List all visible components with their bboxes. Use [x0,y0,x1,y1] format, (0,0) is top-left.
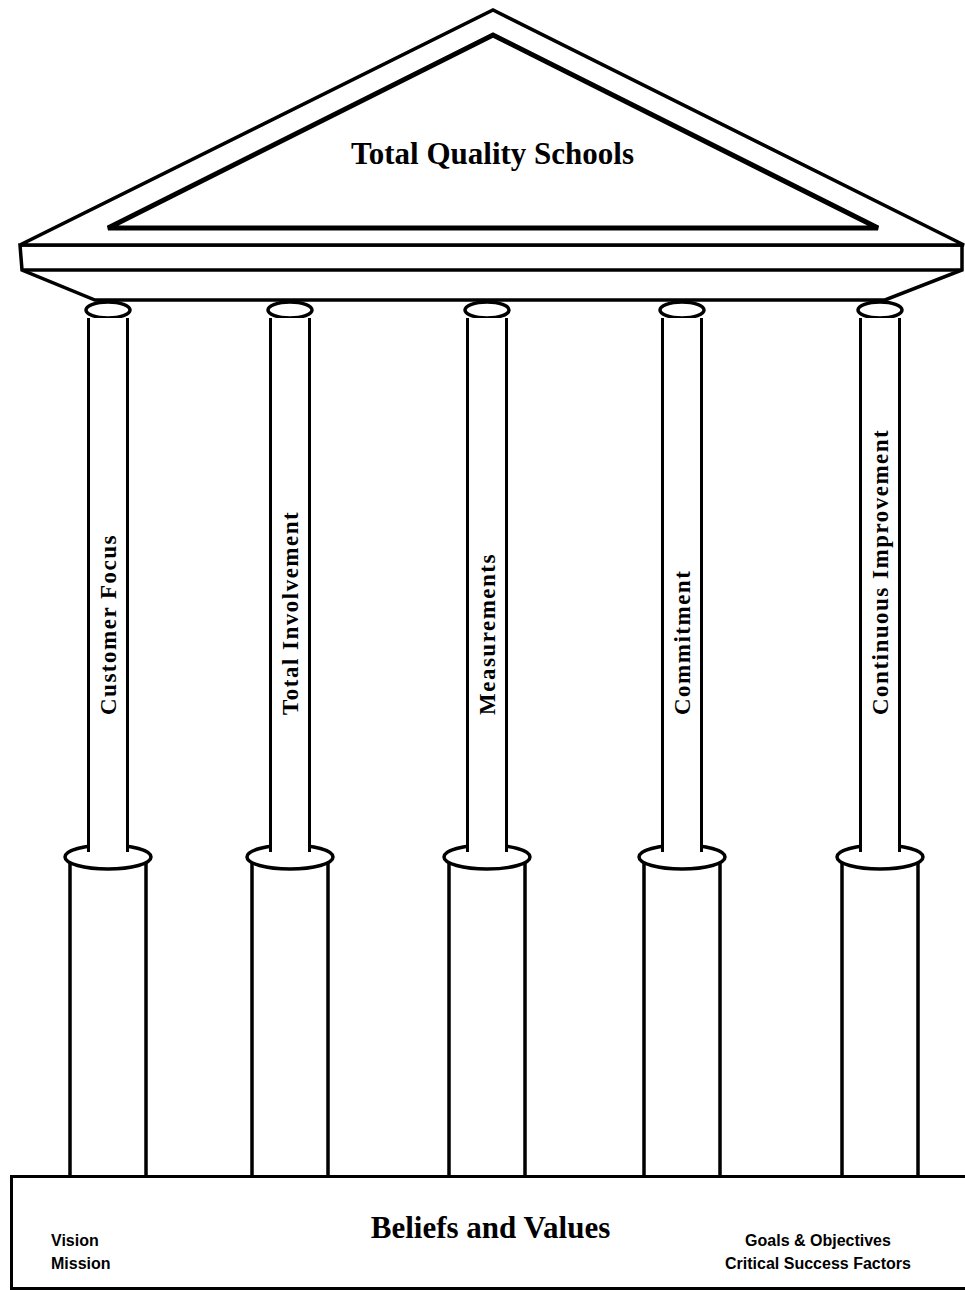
column-shaft: Measurements [466,318,508,852]
foundation-band: Beliefs and ValuesVisionMissionGoals & O… [10,1175,965,1290]
foundation-item: Vision [51,1232,191,1250]
entablature-line [22,268,962,272]
column-shaft: Continuous Improvement [859,318,901,852]
temple-title: Total Quality Schools [20,136,965,172]
column-label: Commitment [670,570,693,715]
column-shaft: Commitment [661,318,703,852]
column-capital [660,302,704,318]
column-capital [268,302,312,318]
column-label: Measurements [475,553,498,715]
pediment-outer [20,10,964,245]
column-base [644,860,720,1178]
foundation-item: Goals & Objectives [683,1232,953,1250]
column-shaft: Total Involvement [269,318,311,852]
column-base [70,860,146,1178]
pediment-outline [20,8,965,248]
foundation-item: Mission [51,1255,191,1273]
pediment-inner [108,35,878,228]
column-base [842,860,918,1178]
column-label: Customer Focus [96,534,119,715]
foundation-item: Critical Success Factors [683,1255,953,1273]
column-capital [86,302,130,318]
pediment: Total Quality Schools [20,8,965,248]
column-label: Total Involvement [278,511,301,715]
column-capital [465,302,509,318]
entablature [20,245,962,300]
column-base [252,860,328,1178]
column-capital [858,302,902,318]
column-shaft: Customer Focus [87,318,129,852]
column-base [449,860,525,1178]
column-label: Continuous Improvement [868,429,891,715]
